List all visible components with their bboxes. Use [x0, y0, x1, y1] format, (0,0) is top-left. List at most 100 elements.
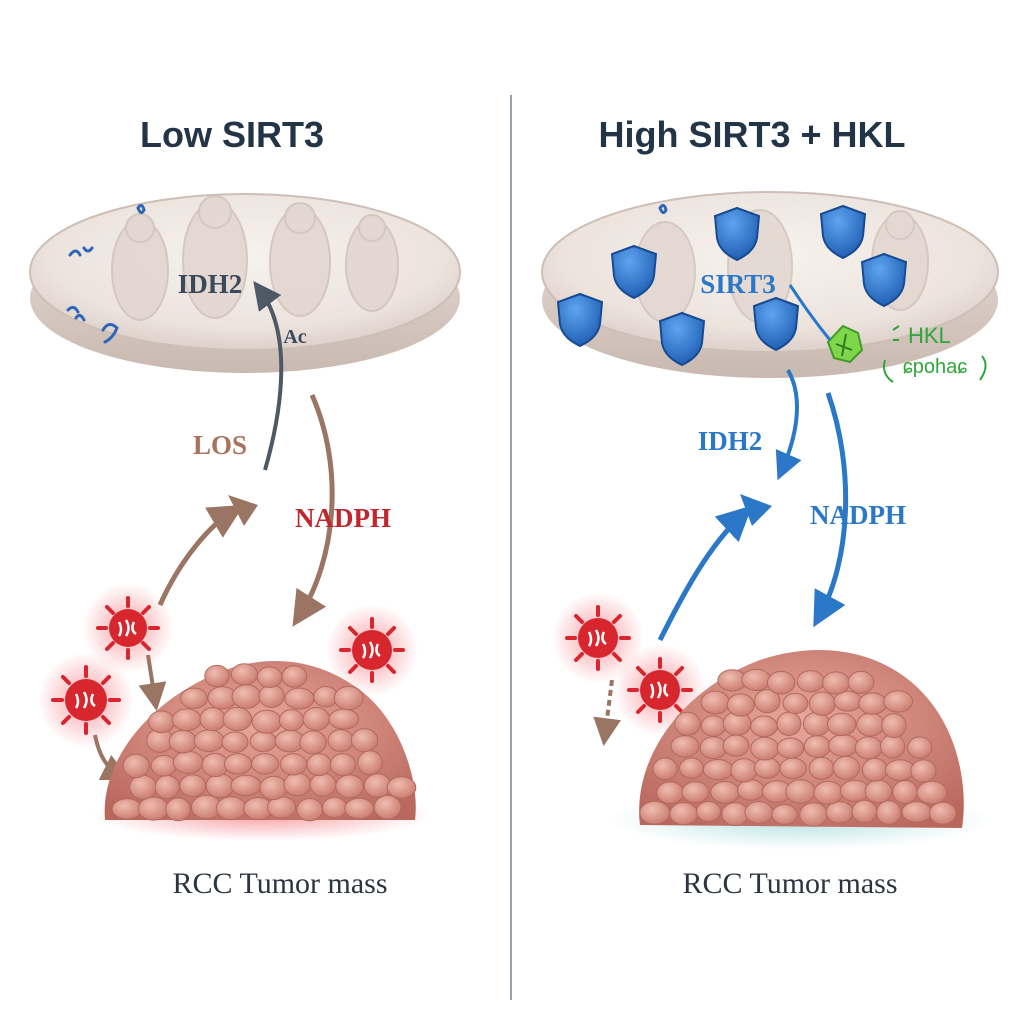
tumor-nodule	[258, 684, 285, 708]
tumor-nodule	[215, 796, 247, 821]
tumor-nodule	[639, 800, 671, 825]
tumor-nodule	[221, 731, 249, 754]
ros-to-node-arrow-right	[657, 505, 753, 642]
tumor-nodule	[876, 800, 902, 825]
left-ros-cell-2	[38, 652, 134, 748]
tumor-nodule	[861, 757, 888, 782]
mito-to-nadph-arrow-right	[813, 392, 849, 628]
tumor-nodule	[386, 776, 417, 799]
tumor-nodule	[165, 797, 191, 822]
right-caption: RCC Tumor mass	[682, 867, 897, 900]
tumor-nodule	[327, 729, 354, 752]
tumor-nodule	[892, 780, 918, 804]
tumor-nodule	[901, 801, 932, 823]
tumor-nodule	[796, 670, 825, 693]
tumor-nodule	[122, 753, 150, 779]
tumor-nodule	[879, 734, 906, 759]
left-panel: Low SIRT3 IDH2	[29, 114, 461, 900]
tumor-nodule	[171, 708, 202, 732]
tumor-nodule	[750, 736, 780, 761]
tumor-nodule	[864, 779, 893, 804]
tumor-nodule	[179, 774, 207, 798]
tumor-nodule	[750, 715, 778, 738]
tumor-nodule	[350, 728, 379, 753]
tumor-nodule	[910, 759, 937, 783]
tumor-nodule	[256, 666, 283, 689]
tumor-nodule	[333, 685, 364, 711]
tumor-nodule	[828, 734, 859, 757]
hkl-molecule: HKL ɕpohaɕ	[826, 323, 987, 383]
tumor-nodule	[827, 712, 857, 737]
tumor-nodule	[222, 706, 253, 732]
tumor-nodule	[278, 709, 305, 732]
shield-icon	[556, 292, 604, 348]
tumor-nodule	[656, 781, 685, 805]
tumor-nodule	[744, 801, 774, 824]
tumor-nodule	[741, 668, 772, 692]
tumor-nodule	[249, 730, 277, 753]
left-caption: RCC Tumor mass	[172, 867, 387, 900]
tumor-nodule	[302, 707, 330, 731]
tumor-nodule	[205, 773, 235, 799]
tumor-nodule	[702, 759, 734, 781]
ros-to-tumor-arrow-right	[593, 679, 622, 747]
tumor-nodule	[799, 802, 828, 827]
tumor-nodule	[832, 755, 860, 781]
tumor-nodule	[373, 794, 402, 820]
tumor-nodule	[856, 712, 885, 737]
tumor-nodule	[652, 757, 678, 781]
tumor-nodule	[150, 755, 178, 777]
tumor-nodule	[803, 735, 831, 758]
tumor-nodule	[259, 775, 288, 801]
sirt3-to-idh2-arrow	[775, 369, 802, 481]
tumor-nodule	[204, 664, 230, 688]
los-node-marker	[228, 495, 258, 526]
tumor-nodule	[881, 713, 907, 739]
tumor-nodule	[771, 804, 798, 825]
tumor-nodule	[306, 753, 332, 777]
tumor-nodule	[851, 799, 878, 824]
sirt3-label: SIRT3	[700, 269, 776, 299]
idh2-to-los-arrow	[253, 281, 284, 471]
tumor-nodule	[782, 692, 809, 715]
tumor-nodule	[284, 687, 315, 710]
tumor-nodule	[754, 689, 781, 714]
left-ros-cell-3	[326, 604, 418, 696]
los-label: LOS	[193, 430, 247, 460]
tumor-nodule	[785, 779, 816, 804]
tumor-nodule	[230, 774, 262, 797]
tumor-nodule	[916, 780, 948, 805]
acetyl-mark-label: Ac	[283, 326, 306, 348]
tumor-nodule	[111, 798, 143, 820]
hkl-label: HKL	[908, 323, 951, 348]
sirt3-shields	[556, 204, 908, 367]
tumor-nodule	[363, 773, 392, 798]
right-panel-title: High SIRT3 + HKL	[598, 114, 905, 155]
tumor-nodule	[172, 750, 204, 774]
tumor-nodule	[283, 772, 312, 797]
tumor-nodule	[251, 709, 282, 734]
right-idh2-label: IDH2	[698, 426, 763, 456]
tumor-nodule	[700, 690, 730, 715]
tumor-nodule	[230, 663, 258, 686]
tumor-nodule	[813, 780, 844, 805]
left-tumor-mass	[92, 660, 432, 841]
tumor-nodule	[168, 729, 198, 754]
tumor-nodule	[322, 796, 348, 819]
tumor-nodule	[726, 693, 755, 717]
tumor-nodule	[681, 781, 710, 804]
tumor-nodule	[695, 801, 722, 822]
tumor-nodule	[335, 774, 364, 799]
left-idh2-label: IDH2	[178, 269, 243, 299]
tumor-nodule	[329, 753, 356, 777]
tumor-nodule	[296, 798, 323, 822]
tumor-nodule	[822, 671, 850, 695]
tumor-nodule	[779, 757, 807, 780]
tumor-nodule	[669, 802, 699, 826]
tumor-nodule	[154, 774, 180, 800]
hkl-structure-label: ɕpohaɕ	[903, 356, 968, 378]
tumor-nodule	[281, 665, 308, 688]
ros-cell-to-node-arrow	[157, 504, 245, 607]
tumor-nodule	[710, 781, 740, 804]
